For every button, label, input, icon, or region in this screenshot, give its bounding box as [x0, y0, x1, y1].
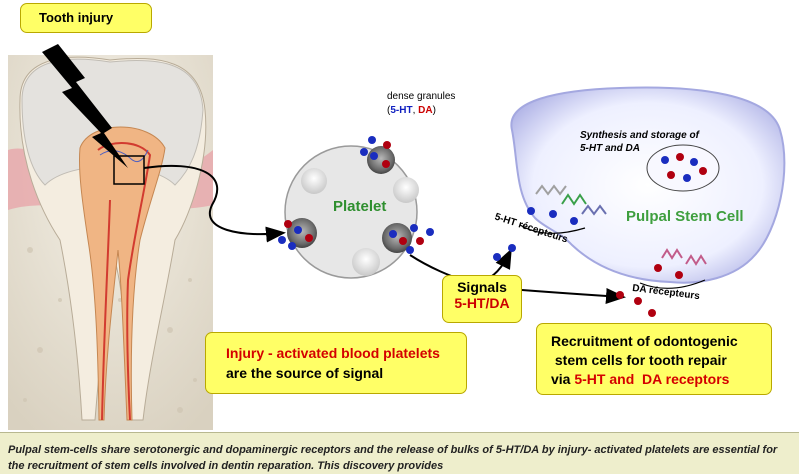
platelet-dots — [278, 136, 434, 254]
stem-cell — [510, 86, 786, 284]
synthesis-line-2: 5-HT and DA — [580, 143, 640, 154]
ht-receptor-helix-icon — [519, 184, 607, 234]
figure-caption: Pulpal stem-cells share serotonergic and… — [0, 432, 799, 474]
recruitment-line-1: Recruitment of odontogenic — [551, 333, 738, 349]
synthesis-line-1: Synthesis and storage of — [580, 130, 699, 141]
pulpal-stem-cell-label: Pulpal Stem Cell — [626, 208, 744, 225]
injury-box-line-1: Injury - activated blood platelets — [226, 345, 440, 361]
recruitment-line-2: stem cells for tooth repair — [551, 352, 727, 368]
recruitment-box: Recruitment of odontogenic stem cells fo… — [536, 323, 772, 395]
tooth-illustration — [8, 55, 213, 430]
injury-box-line-2: are the source of signal — [226, 365, 384, 381]
arrow-to-da-receptors — [521, 288, 626, 304]
ht-receptor-dots — [493, 207, 578, 261]
platelet-label: Platelet — [333, 198, 387, 215]
da-receptor-helix-icon — [639, 248, 707, 289]
dense-granules-label: dense granules (5-HT, DA) — [387, 90, 455, 118]
recruitment-via: via — [551, 371, 575, 387]
dense-granules-title: dense granules — [387, 91, 456, 102]
recruitment-line-3: via 5-HT and DA receptors — [551, 370, 771, 389]
signals-line-2: 5-HT/DA — [454, 295, 510, 311]
recruitment-receptors: 5-HT and DA receptors — [574, 371, 730, 387]
da-receptor-dots — [616, 264, 683, 317]
dense-da: DA — [418, 105, 433, 116]
signals-box: Signals 5-HT/DA — [442, 275, 522, 323]
injury-source-box: Injury - activated blood platelets are t… — [205, 332, 467, 394]
synthesis-label: Synthesis and storage of 5-HT and DA — [580, 129, 699, 155]
signals-line-1: Signals — [457, 279, 507, 295]
dense-granules-contents: (5-HT, DA) — [387, 105, 436, 116]
dense-ht: 5-HT — [390, 105, 413, 116]
lightning-bolt-icon — [42, 44, 128, 168]
arrow-tooth-to-platelet — [143, 164, 286, 243]
dense-sep: , — [412, 105, 419, 116]
tooth-injury-label: Tooth injury — [20, 3, 152, 33]
